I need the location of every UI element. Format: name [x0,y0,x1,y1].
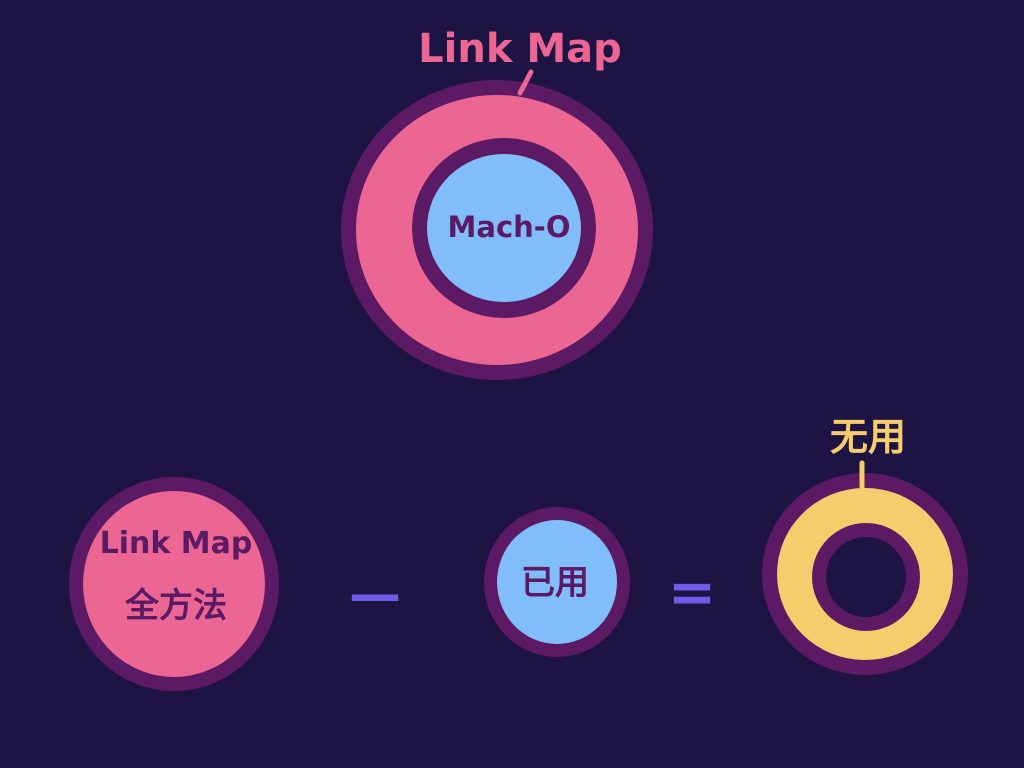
mach-o-label: Mach-O [448,210,571,244]
unused-ring: 无用 [762,415,968,675]
all-methods-line2: 全方法 [124,586,227,626]
all-methods-fill [83,491,265,677]
all-methods-line1: Link Map [100,526,253,561]
unused-label: 无用 [830,415,906,459]
used-methods-circle: 已用 [484,507,630,657]
equals-operator: = [668,558,717,626]
mach-o-fill [427,154,581,302]
link-map-label: Link Map [418,26,622,72]
used-label: 已用 [521,563,589,603]
minus-operator: — [349,565,401,625]
unused-hole [826,537,906,617]
used-fill [497,520,617,644]
link-map-all-methods-circle: Link Map 全方法 [69,477,279,691]
link-map-venn: Mach-O Link Map [341,26,653,380]
link-map-pointer [517,69,534,96]
